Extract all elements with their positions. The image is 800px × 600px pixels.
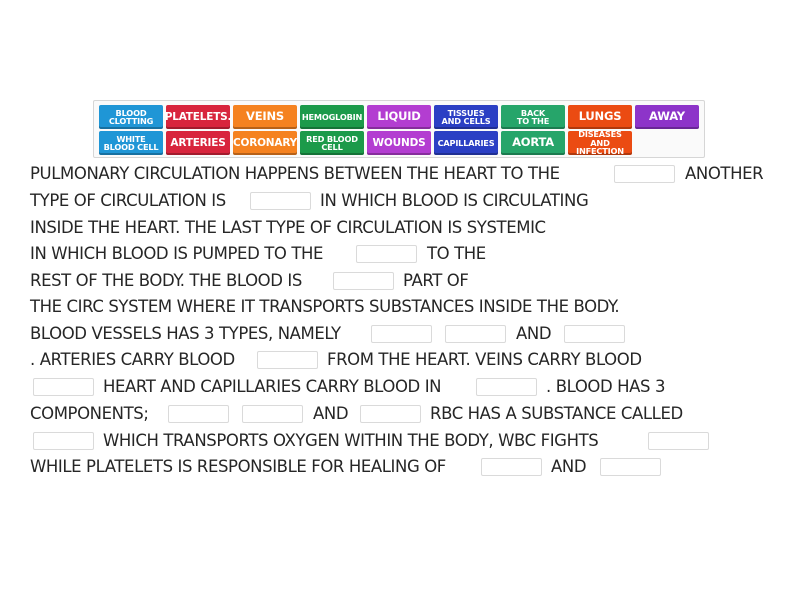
answer-tile-bank: BLOOD CLOTTING PLATELETS. VEINS HEMOGLOB… xyxy=(93,100,705,158)
answer-blank[interactable] xyxy=(356,245,417,263)
passage-text: HEART AND CAPILLARIES CARRY BLOOD IN xyxy=(103,377,442,396)
answer-tile-wounds[interactable]: WOUNDS xyxy=(367,131,431,155)
answer-blank[interactable] xyxy=(371,325,432,343)
passage-text: ANOTHER xyxy=(685,164,764,183)
passage-text: THE CIRC SYSTEM WHERE IT TRANSPORTS SUBS… xyxy=(30,297,620,316)
answer-tile-aorta[interactable]: AORTA xyxy=(501,131,565,155)
passage-text: INSIDE THE HEART. THE LAST TYPE OF CIRCU… xyxy=(30,218,546,237)
passage-text: REST OF THE BODY. THE BLOOD IS xyxy=(30,271,302,290)
answer-tile-tissues-and-cells[interactable]: TISSUES AND CELLS xyxy=(434,105,498,129)
answer-tile-coronary[interactable]: CORONARY xyxy=(233,131,297,155)
answer-blank[interactable] xyxy=(33,432,94,450)
answer-blank[interactable] xyxy=(250,192,311,210)
answer-tile-back-to-the[interactable]: BACK TO THE xyxy=(501,105,565,129)
answer-blank[interactable] xyxy=(648,432,709,450)
answer-blank[interactable] xyxy=(614,165,675,183)
answer-blank[interactable] xyxy=(333,272,394,290)
passage-text: IN WHICH BLOOD IS PUMPED TO THE xyxy=(30,244,324,263)
passage-text: BLOOD VESSELS HAS 3 TYPES, NAMELY xyxy=(30,324,341,343)
answer-blank[interactable] xyxy=(445,325,506,343)
answer-tile-white-blood-cell[interactable]: WHITE BLOOD CELL xyxy=(99,131,163,155)
passage-text: WHICH TRANSPORTS OXYGEN WITHIN THE BODY,… xyxy=(103,431,599,450)
passage-text: . ARTERIES CARRY BLOOD xyxy=(30,350,235,369)
answer-tile-liquid[interactable]: LIQUID xyxy=(367,105,431,129)
answer-blank[interactable] xyxy=(33,378,94,396)
answer-blank[interactable] xyxy=(476,378,537,396)
passage-text: RBC HAS A SUBSTANCE CALLED xyxy=(430,404,683,423)
answer-blank[interactable] xyxy=(257,351,318,369)
passage-text: PULMONARY CIRCULATION HAPPENS BETWEEN TH… xyxy=(30,164,560,183)
answer-blank[interactable] xyxy=(242,405,303,423)
passage-text: WHILE PLATELETS IS RESPONSIBLE FOR HEALI… xyxy=(30,457,446,476)
answer-tile-lungs[interactable]: LUNGS xyxy=(568,105,632,129)
passage-text: AND xyxy=(313,404,349,423)
passage-text: FROM THE HEART. VEINS CARRY BLOOD xyxy=(327,350,642,369)
passage-text: . BLOOD HAS 3 xyxy=(546,377,666,396)
answer-tile-arteries[interactable]: ARTERIES xyxy=(166,131,230,155)
answer-tile-away[interactable]: AWAY xyxy=(635,105,699,129)
answer-tile-veins[interactable]: VEINS xyxy=(233,105,297,129)
passage-text: PART OF xyxy=(403,271,469,290)
answer-tile-red-blood-cell[interactable]: RED BLOOD CELL xyxy=(300,131,364,155)
answer-blank[interactable] xyxy=(564,325,625,343)
answer-blank[interactable] xyxy=(600,458,661,476)
answer-tile-blood-clotting[interactable]: BLOOD CLOTTING xyxy=(99,105,163,129)
passage-text: TYPE OF CIRCULATION IS xyxy=(30,191,226,210)
passage-text: AND xyxy=(516,324,552,343)
passage-text: IN WHICH BLOOD IS CIRCULATING xyxy=(320,191,589,210)
answer-tile-platelets[interactable]: PLATELETS. xyxy=(165,105,232,129)
answer-tile-diseases-and-infection[interactable]: DISEASES AND INFECTION xyxy=(568,130,632,155)
passage-text: TO THE xyxy=(427,244,486,263)
answer-tile-hemoglobin[interactable]: HEMOGLOBIN xyxy=(300,105,364,129)
answer-blank[interactable] xyxy=(481,458,542,476)
answer-blank[interactable] xyxy=(168,405,229,423)
answer-blank[interactable] xyxy=(360,405,421,423)
passage-text: AND xyxy=(551,457,587,476)
passage-text: COMPONENTS; xyxy=(30,404,149,423)
answer-tile-capillaries[interactable]: CAPILLARIES xyxy=(434,131,498,155)
